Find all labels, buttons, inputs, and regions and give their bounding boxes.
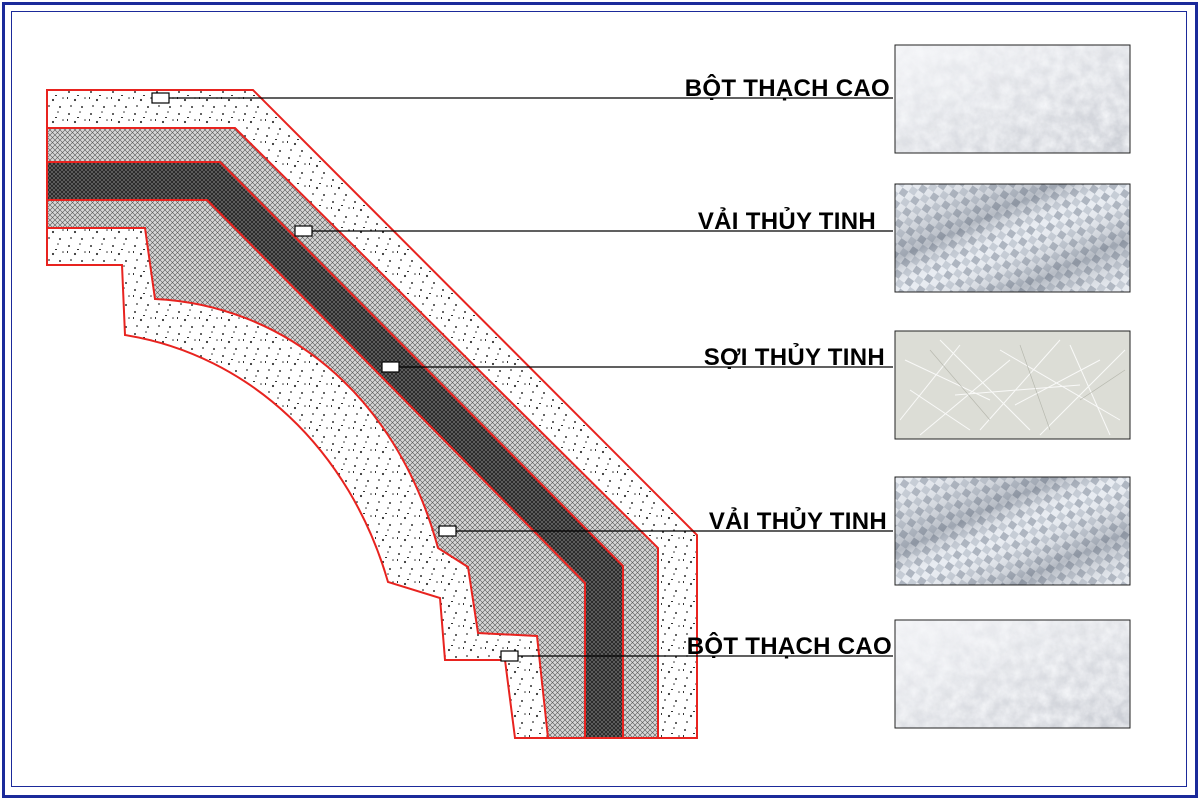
material-swatches (894, 44, 1131, 729)
layer-label-2: VẢI THỦY TINH (698, 206, 876, 235)
leader-marker-4 (438, 525, 457, 537)
leader-marker-5 (500, 650, 519, 662)
layer-label-4: VẢI THỦY TINH (709, 506, 887, 535)
layer-label-3: SỢI THỦY TINH (704, 342, 885, 371)
layer-labels: BỘT THẠCH CAO VẢI THỦY TINH SỢI THỦY TIN… (685, 74, 892, 660)
chopped-fiberglass-swatch (894, 330, 1131, 440)
leader-marker-2 (294, 225, 313, 237)
leader-marker-3 (381, 361, 400, 373)
plaster-powder-swatch-top (894, 44, 1131, 154)
leader-lines (151, 92, 893, 662)
cornice-profile (46, 89, 698, 739)
leader-marker-1 (151, 92, 170, 104)
inner-blue-border (11, 11, 1187, 787)
woven-fiberglass-inner-band (46, 199, 586, 739)
woven-fiberglass-swatch-2 (894, 476, 1131, 586)
plaster-powder-swatch-bottom (894, 619, 1131, 729)
layer-label-1: BỘT THẠCH CAO (685, 74, 890, 102)
woven-fiberglass-swatch-1 (894, 183, 1131, 293)
layer-label-5: BỘT THẠCH CAO (687, 632, 892, 660)
